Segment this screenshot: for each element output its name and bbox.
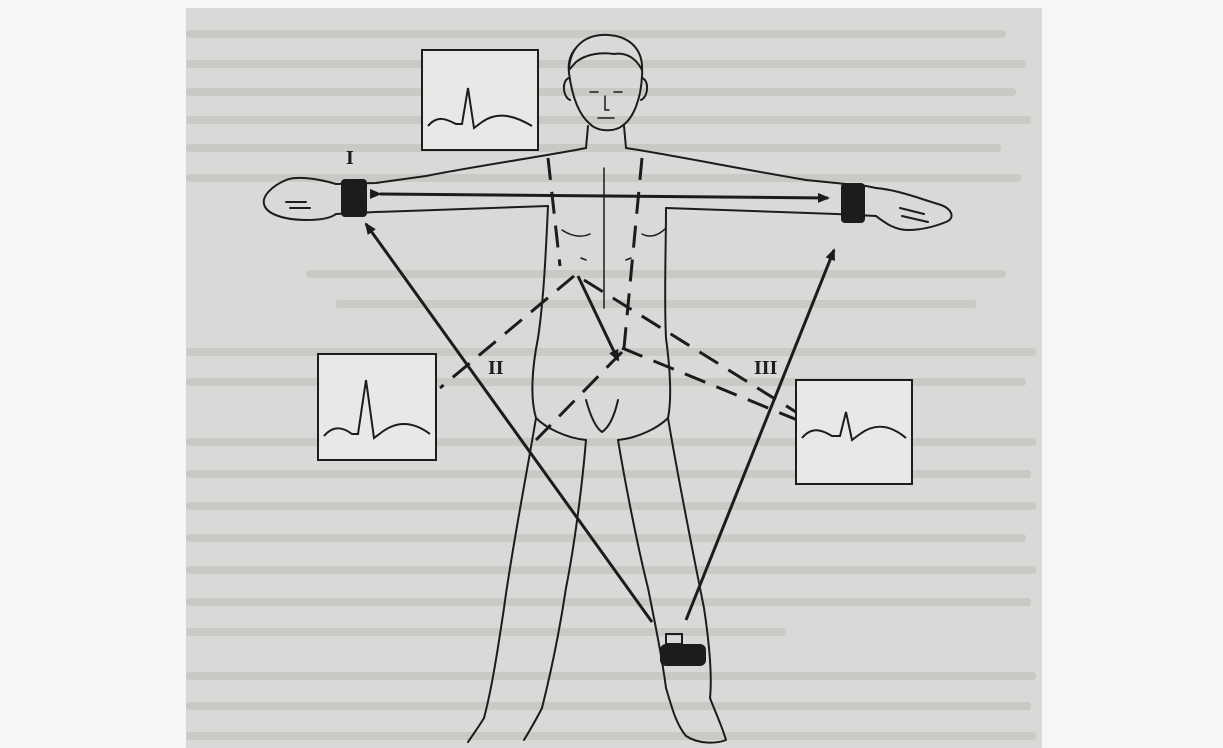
projection-line <box>536 352 622 440</box>
ecg-panel-lead-1 <box>422 50 538 150</box>
left-hand <box>264 178 336 220</box>
einthoven-lead-diagram: I II III <box>186 8 1042 748</box>
projection-line <box>624 158 642 348</box>
torso-outline <box>532 206 670 418</box>
scanned-figure: I II III <box>186 8 1042 748</box>
left-foot <box>468 708 542 742</box>
electrode-left-leg <box>660 644 706 666</box>
ecg-panel-lead-3 <box>796 380 912 484</box>
face-features <box>590 92 622 118</box>
left-arm-outline <box>336 148 586 214</box>
pelvis <box>536 400 668 440</box>
right-hand <box>876 188 952 230</box>
electrode-right-arm <box>341 179 367 217</box>
left-leg-outline <box>484 418 586 718</box>
projection-line <box>440 276 574 388</box>
right-foot <box>666 688 726 743</box>
lead-1-arrow <box>380 194 828 198</box>
chest-details <box>562 168 666 308</box>
projection-lines <box>440 158 846 440</box>
lead-1-label: I <box>346 147 354 169</box>
ecg-panel-lead-2 <box>318 354 436 460</box>
lead-2-label: II <box>488 357 504 379</box>
electrode-left-arm <box>841 183 865 223</box>
right-arm-outline <box>626 148 876 216</box>
electrode-connector <box>666 634 682 644</box>
projection-line <box>548 158 560 266</box>
lead-3-label: III <box>754 357 778 379</box>
projection-line <box>584 280 796 412</box>
hair <box>569 35 642 70</box>
